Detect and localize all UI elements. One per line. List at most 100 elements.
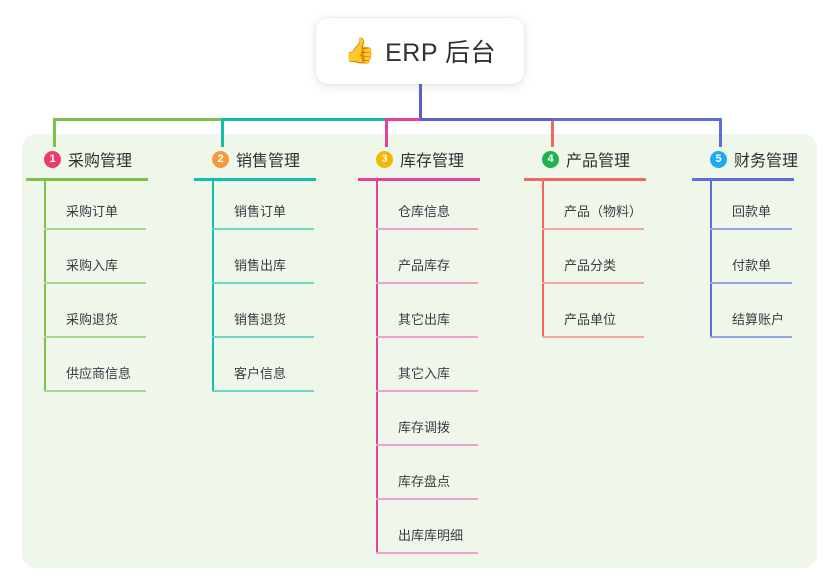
branch-4[interactable]: 4 产品管理产品（物料） 产品分类产品单位 (524, 146, 684, 343)
leaf-item[interactable]: 产品单位 (542, 289, 684, 343)
leaf-label: 销售退货 (234, 312, 287, 327)
leaf-underline (376, 444, 478, 446)
leaf-underline (44, 282, 146, 284)
leaf-underline (710, 228, 792, 230)
leaf-underline (212, 282, 314, 284)
leaf-label: 客户信息 (234, 366, 287, 381)
branch-underline-3 (358, 178, 480, 181)
branch-header-5[interactable]: 5 财务管理 (692, 146, 832, 172)
leaf-list-5: 回款单付款单结算账户 (710, 181, 832, 343)
branch-underline-5 (692, 178, 794, 181)
leaf-underline (44, 390, 146, 392)
branch-drop-2 (221, 118, 224, 147)
leaf-underline (376, 228, 478, 230)
leaf-label: 库存盘点 (398, 474, 451, 489)
branch-5[interactable]: 5 财务管理回款单付款单结算账户 (692, 146, 832, 343)
leaf-underline (376, 336, 478, 338)
leaf-item[interactable]: 客户信息 (212, 343, 354, 397)
leaf-label: 产品（物料） (564, 204, 643, 219)
root-node-title: ERP 后台 (385, 39, 497, 67)
leaf-item[interactable]: 采购订单 (44, 181, 186, 235)
leaf-item[interactable]: 产品库存 (376, 235, 518, 289)
leaf-underline (212, 336, 314, 338)
leaf-item[interactable]: 采购退货 (44, 289, 186, 343)
branch-label-1: 采购管理 (68, 153, 133, 170)
thumbs-up-emoji: 👍 (343, 36, 376, 65)
branch-spine-3 (376, 181, 378, 554)
leaf-list-2: 销售订单销售出库销售退货客户信息 (212, 181, 354, 397)
leaf-label: 销售订单 (234, 204, 287, 219)
leaf-item[interactable]: 结算账户 (710, 289, 832, 343)
leaf-item[interactable]: 出库库明细 (376, 505, 518, 559)
leaf-underline (710, 336, 792, 338)
leaf-item[interactable]: 采购入库 (44, 235, 186, 289)
root-node[interactable]: 👍 ERP 后台 (316, 18, 524, 84)
leaf-label: 产品分类 (564, 258, 617, 273)
leaf-label: 采购订单 (66, 204, 119, 219)
leaf-label: 付款单 (732, 258, 772, 273)
branch-underline-4 (524, 178, 646, 181)
leaf-underline (710, 282, 792, 284)
leaf-underline (376, 282, 478, 284)
branch-spine-1 (44, 181, 46, 392)
leaf-item[interactable]: 其它入库 (376, 343, 518, 397)
branch-header-1[interactable]: 1 采购管理 (26, 146, 186, 172)
leaf-item[interactable]: 仓库信息 (376, 181, 518, 235)
bus-segment-4 (420, 118, 554, 121)
leaf-label: 采购退货 (66, 312, 119, 327)
leaf-item[interactable]: 其它出库 (376, 289, 518, 343)
branch-badge-5: 5 (710, 150, 727, 168)
leaf-item[interactable]: 库存调拨 (376, 397, 518, 451)
leaf-underline (44, 228, 146, 230)
leaf-underline (212, 390, 314, 392)
branch-drop-3 (385, 118, 388, 147)
leaf-underline (376, 390, 478, 392)
branch-badge-1: 1 (44, 150, 61, 168)
branch-drop-1 (53, 118, 56, 147)
leaf-label: 其它入库 (398, 366, 451, 381)
leaf-item[interactable]: 产品（物料） (542, 181, 684, 235)
leaf-underline (542, 336, 644, 338)
leaf-label: 采购入库 (66, 258, 119, 273)
leaf-list-4: 产品（物料） 产品分类产品单位 (542, 181, 684, 343)
leaf-label: 仓库信息 (398, 204, 451, 219)
leaf-underline (376, 552, 478, 554)
branch-badge-4: 4 (542, 150, 559, 168)
branch-drop-5 (719, 118, 722, 147)
leaf-item[interactable]: 产品分类 (542, 235, 684, 289)
leaf-item[interactable]: 供应商信息 (44, 343, 186, 397)
bus-segment-1 (53, 118, 224, 121)
leaf-underline (44, 336, 146, 338)
branch-label-2: 销售管理 (236, 153, 301, 170)
leaf-item[interactable]: 销售出库 (212, 235, 354, 289)
branch-spine-4 (542, 181, 544, 338)
branch-1[interactable]: 1 采购管理采购订单采购入库采购退货供应商信息 (26, 146, 186, 397)
leaf-label: 供应商信息 (66, 366, 132, 381)
branch-spine-2 (212, 181, 214, 392)
bus-segment-3 (385, 118, 423, 121)
branch-label-5: 财务管理 (734, 153, 799, 170)
leaf-list-3: 仓库信息产品库存其它出库其它入库库存调拨库存盘点出库库明细 (376, 181, 518, 559)
leaf-list-1: 采购订单采购入库采购退货供应商信息 (44, 181, 186, 397)
leaf-item[interactable]: 销售退货 (212, 289, 354, 343)
branch-drop-4 (551, 118, 554, 147)
leaf-underline (542, 228, 644, 230)
branch-header-4[interactable]: 4 产品管理 (524, 146, 684, 172)
leaf-label: 结算账户 (732, 312, 785, 327)
branch-label-4: 产品管理 (566, 153, 631, 170)
leaf-item[interactable]: 付款单 (710, 235, 832, 289)
leaf-item[interactable]: 回款单 (710, 181, 832, 235)
leaf-item[interactable]: 库存盘点 (376, 451, 518, 505)
branch-label-3: 库存管理 (400, 153, 465, 170)
bus-segment-2 (221, 118, 388, 121)
leaf-item[interactable]: 销售订单 (212, 181, 354, 235)
leaf-underline (542, 282, 644, 284)
leaf-label: 回款单 (732, 204, 772, 219)
leaf-label: 库存调拨 (398, 420, 451, 435)
root-stem-connector (419, 84, 422, 121)
